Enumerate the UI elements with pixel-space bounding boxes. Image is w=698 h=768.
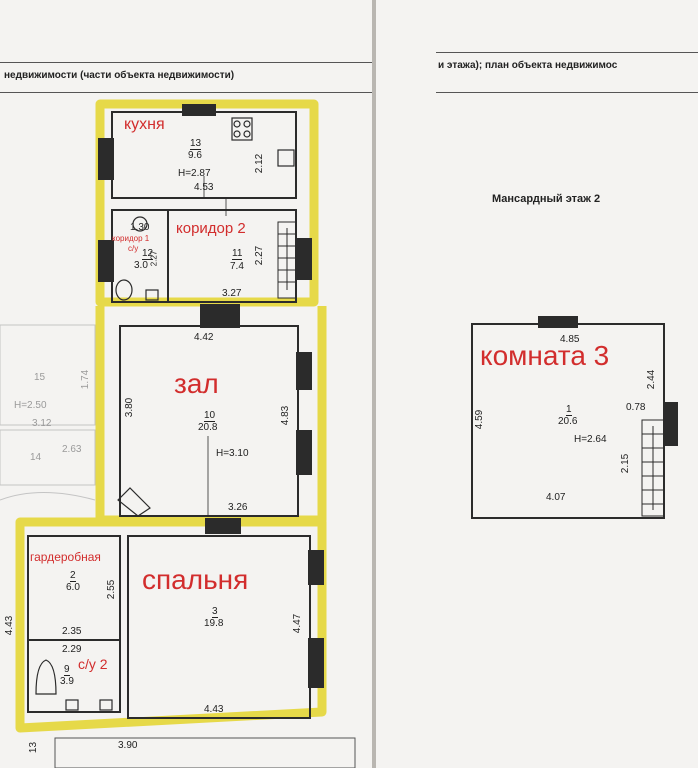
bathroom2-area: 3.9 <box>60 676 74 687</box>
header-line-bottom-left <box>0 92 372 93</box>
corridor1-number: 12 <box>142 248 154 260</box>
wardrobe-depth: 2.55 <box>106 579 118 600</box>
hall-label: зал <box>174 368 219 399</box>
faint-width: 3.12 <box>32 418 52 429</box>
corridor1-label: коридор 1 <box>112 234 150 243</box>
room3-label: комната 3 <box>480 340 610 371</box>
hall-height: H=3.10 <box>216 448 249 459</box>
corridor1-sub: с/у <box>128 244 139 253</box>
room3-top: 4.85 <box>560 334 580 345</box>
corridor1-area: 3.0 <box>134 260 148 271</box>
kitchen-number: 13 <box>190 138 202 150</box>
bathroom2-number: 9 <box>64 664 70 676</box>
hall-bottom: 3.26 <box>228 502 248 513</box>
header-right: и этажа); план объекта недвижимос <box>438 60 618 71</box>
header-left: недвижимости (части объекта недвижимости… <box>4 70 235 81</box>
faint-width-2: 2.63 <box>62 444 82 455</box>
hall-area: 20.8 <box>198 422 218 433</box>
bathroom2-width: 2.29 <box>62 644 82 655</box>
hall-top: 4.42 <box>194 332 214 343</box>
faint-side: 1.74 <box>80 369 92 390</box>
room3-step: 0.78 <box>626 402 646 413</box>
faint-neighbour-plan <box>0 324 96 501</box>
corridor2-depth: 2.27 <box>254 245 266 266</box>
left-bottom-value: 13 <box>28 741 40 754</box>
sheet-gap <box>372 0 376 768</box>
wardrobe-number: 2 <box>70 570 76 582</box>
faint-height: H=2.50 <box>14 400 47 411</box>
walls <box>27 111 665 768</box>
header-line-bottom-right <box>436 92 698 93</box>
room3-right-lower: 2.15 <box>620 453 632 474</box>
bedroom-depth: 4.47 <box>292 613 304 634</box>
plan-sheet-right <box>376 0 698 768</box>
wardrobe-label: гардеробная <box>30 550 101 564</box>
kitchen-width: 4.53 <box>194 182 214 193</box>
room3-bottom: 4.07 <box>546 492 566 503</box>
dimension-lines <box>203 176 227 516</box>
kitchen-height: H=2.87 <box>178 168 211 179</box>
corridor1-width: 1.30 <box>130 222 150 233</box>
hall-number: 10 <box>204 410 216 422</box>
corridor2-number: 11 <box>232 248 243 260</box>
stairs <box>277 221 665 517</box>
kitchen-label: кухня <box>124 116 165 133</box>
faint-room-number-1: 15 <box>34 372 46 383</box>
bottom-edge-value: 3.90 <box>118 740 138 751</box>
bedroom-number: 3 <box>212 606 218 618</box>
wardrobe-width: 2.35 <box>62 626 82 637</box>
corridor2-label: коридор 2 <box>176 220 246 237</box>
hall-left: 3.80 <box>124 397 136 418</box>
room3-height: H=2.64 <box>574 434 607 445</box>
hall-right: 4.83 <box>280 405 292 426</box>
corridor1-depth: 2.27 <box>149 250 159 267</box>
corridor2-width: 3.27 <box>222 288 242 299</box>
faint-room-number-2: 14 <box>30 452 42 463</box>
bedroom-label: спальня <box>142 564 249 595</box>
room3-area: 20.6 <box>558 416 578 427</box>
bedroom-area: 19.8 <box>204 618 224 629</box>
header-line-top-left <box>0 62 372 63</box>
floor-title: Мансардный этаж 2 <box>492 193 601 205</box>
room3-number: 1 <box>566 404 572 416</box>
bathroom2-label: с/у 2 <box>78 656 108 672</box>
room3-right-upper: 2.44 <box>646 369 658 390</box>
header-line-top-right <box>436 52 698 53</box>
fixtures <box>35 117 295 711</box>
kitchen-area: 9.6 <box>188 150 202 161</box>
corridor2-area: 7.4 <box>230 261 244 272</box>
left-edge-value: 4.43 <box>4 615 16 636</box>
room3-left: 4.59 <box>474 409 486 430</box>
bedroom-width: 4.43 <box>204 704 224 715</box>
wardrobe-area: 6.0 <box>66 582 80 593</box>
window-segments <box>98 104 678 688</box>
kitchen-depth: 2.12 <box>254 153 266 174</box>
